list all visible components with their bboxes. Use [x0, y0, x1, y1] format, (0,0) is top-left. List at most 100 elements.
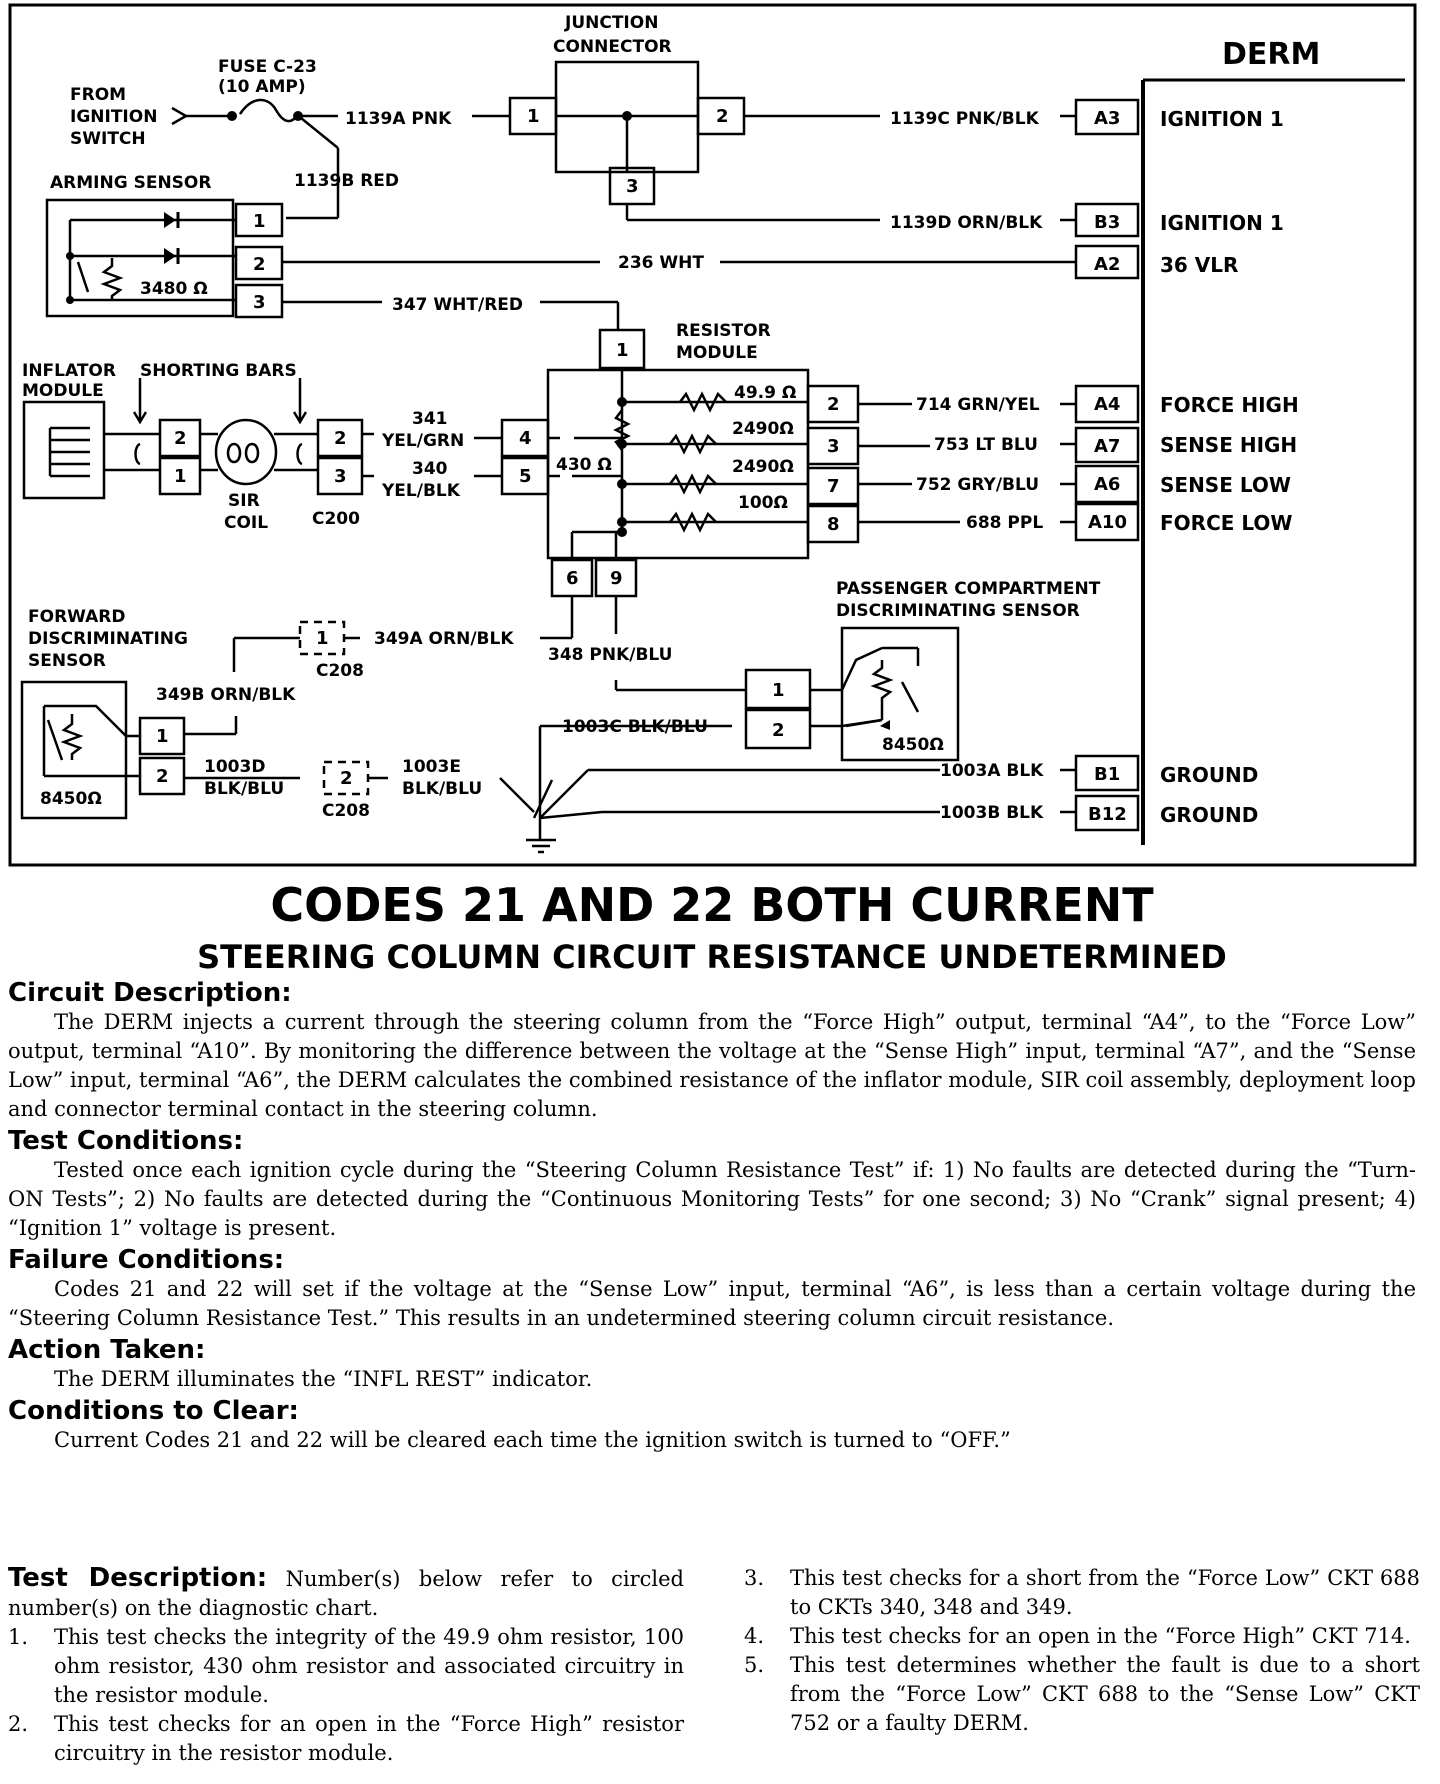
wire-340-num: 340	[412, 459, 448, 479]
list-item: 2.This test checks for an open in the “F…	[8, 1710, 684, 1768]
wire-1139b: 1139B RED	[294, 171, 399, 191]
jc-pin-3: 3	[626, 176, 639, 197]
wire-752: 752 GRY/BLU	[916, 475, 1039, 495]
page-title: CODES 21 AND 22 BOTH CURRENT	[270, 878, 1154, 932]
derm-label: DERM	[1222, 37, 1320, 72]
resistor-module-label-2: MODULE	[676, 343, 758, 363]
arming-sensor-label: ARMING SENSOR	[50, 173, 211, 193]
fuse-c23	[238, 98, 300, 123]
derm-pin-b1: B1	[1094, 764, 1120, 785]
list-item-text: This test checks the integrity of the 49…	[54, 1625, 684, 1707]
list-item: 4. This test checks for an open in the “F…	[744, 1622, 1420, 1651]
jc-pin-1: 1	[527, 106, 540, 127]
inflator-module	[22, 400, 106, 500]
section-heading: Failure Conditions:	[8, 1245, 285, 1275]
c200-pin-b3: 3	[334, 466, 347, 487]
fuse-amp-label: (10 AMP)	[218, 77, 306, 97]
wire-349b: 349B ORN/BLK	[156, 685, 296, 705]
section-conditions-to-clear: Conditions to Clear: Current Codes 21 an…	[8, 1396, 1416, 1455]
r49-label: 49.9 Ω	[734, 383, 796, 403]
wire-340-color: YEL/BLK	[381, 481, 461, 501]
r2490a-label: 2490Ω	[732, 419, 794, 439]
derm-pin-a4: A4	[1094, 394, 1120, 415]
wire-347: 347 WHT/RED	[392, 295, 523, 315]
jc-pin-2: 2	[716, 106, 729, 127]
section-circuit-description: Circuit Description: The DERM injects a …	[8, 978, 1416, 1124]
inflator-label-2: MODULE	[22, 381, 104, 401]
c200-label: C200	[312, 509, 360, 529]
list-item-text: This test checks for an open in the “For…	[790, 1624, 1411, 1648]
from-ignition-label-1: FROM	[70, 85, 126, 105]
derm-label-36vlr: 36 VLR	[1160, 253, 1238, 277]
pass-pin-1: 1	[772, 680, 785, 701]
wire-236: 236 WHT	[618, 253, 704, 273]
fwd-sensor-label-3: SENSOR	[28, 651, 106, 671]
rm-pin-6: 6	[566, 568, 579, 589]
pass-sensor-label-2: DISCRIMINATING SENSOR	[836, 601, 1080, 621]
section-text: The DERM illuminates the “INFL REST” ind…	[54, 1367, 593, 1391]
rm-pin-5: 5	[519, 466, 532, 487]
test-description: Test Description: Number(s) below refer …	[8, 1564, 1420, 1768]
c208-pin-2: 2	[340, 768, 353, 789]
pass-sensor-res: 8450Ω	[882, 735, 944, 755]
r100-label: 100Ω	[738, 493, 788, 513]
derm-label-force-low: FORCE LOW	[1160, 511, 1292, 535]
wire-1003e-num: 1003E	[402, 757, 461, 777]
wire-688: 688 PPL	[966, 513, 1043, 533]
arming-sensor	[45, 198, 235, 318]
rm-pin-7: 7	[827, 476, 840, 497]
section-heading: Conditions to Clear:	[8, 1396, 299, 1426]
fwd-sensor-label-2: DISCRIMINATING	[28, 629, 188, 649]
derm-pin-a7: A7	[1094, 436, 1120, 457]
rm-pin-8: 8	[827, 514, 840, 535]
list-item-number: 5.	[744, 1653, 765, 1677]
section-text: Current Codes 21 and 22 will be cleared …	[54, 1428, 1011, 1452]
rm-pin-9: 9	[610, 568, 623, 589]
wire-1139c: 1139C PNK/BLK	[890, 109, 1040, 129]
wire-1003a: 1003A BLK	[940, 761, 1044, 781]
resistor-module-label-1: RESISTOR	[676, 321, 771, 341]
rm-pin-4: 4	[519, 428, 532, 449]
derm-pin-a6: A6	[1094, 474, 1120, 495]
c208a-label: C208	[316, 661, 364, 681]
list-item-number: 2.	[8, 1712, 29, 1736]
fwd-pin-1: 1	[156, 726, 169, 747]
from-ignition-label-3: SWITCH	[70, 129, 146, 149]
r2490b-label: 2490Ω	[732, 457, 794, 477]
fwd-pin-2: 2	[156, 766, 169, 787]
passenger-sensor	[840, 626, 960, 762]
derm-label-ignition1a: IGNITION 1	[1160, 107, 1284, 131]
test-description-heading: Test Description:	[8, 1563, 268, 1593]
section-text: The DERM injects a current through the s…	[8, 1010, 1416, 1121]
arming-pin-1: 1	[253, 211, 266, 232]
c200-pin-a2: 2	[174, 428, 187, 449]
wire-1003e-color: BLK/BLU	[402, 779, 482, 799]
derm-label-ground-2: GROUND	[1160, 803, 1258, 827]
diagram-frame	[8, 3, 1417, 867]
derm-pin-b3: B3	[1094, 212, 1120, 233]
test-description-left: Test Description: Number(s) below refer …	[8, 1564, 684, 1768]
page-subtitle: STEERING COLUMN CIRCUIT RESISTANCE UNDET…	[197, 938, 1227, 976]
list-item: 1. This test checks the integrity of the …	[8, 1623, 684, 1710]
section-heading: Circuit Description:	[8, 978, 292, 1008]
arming-pin-3: 3	[253, 292, 266, 313]
wire-341-num: 341	[412, 409, 448, 429]
shorting-bars-label: SHORTING BARS	[140, 361, 297, 381]
derm-label-force-high: FORCE HIGH	[1160, 393, 1299, 417]
pass-sensor-label-1: PASSENGER COMPARTMENT	[836, 579, 1101, 599]
list-item-number: 4.	[744, 1624, 765, 1648]
inflator-label-1: INFLATOR	[22, 361, 116, 381]
sir-coil-label-2: COIL	[224, 513, 268, 533]
fwd-sensor-res: 8450Ω	[40, 789, 102, 809]
wire-714: 714 GRN/YEL	[916, 395, 1040, 415]
list-item-number: 3.	[744, 1566, 765, 1590]
wire-341-color: YEL/GRN	[381, 431, 464, 451]
pass-pin-2: 2	[772, 720, 785, 741]
derm-pin-a10: A10	[1088, 512, 1127, 533]
list-item-number: 1.	[8, 1625, 29, 1649]
arming-res-label: 3480 Ω	[140, 279, 208, 299]
from-ignition-arrow	[171, 106, 189, 126]
wire-1003d-num: 1003D	[204, 757, 265, 777]
derm-label-ground-1: GROUND	[1160, 763, 1258, 787]
